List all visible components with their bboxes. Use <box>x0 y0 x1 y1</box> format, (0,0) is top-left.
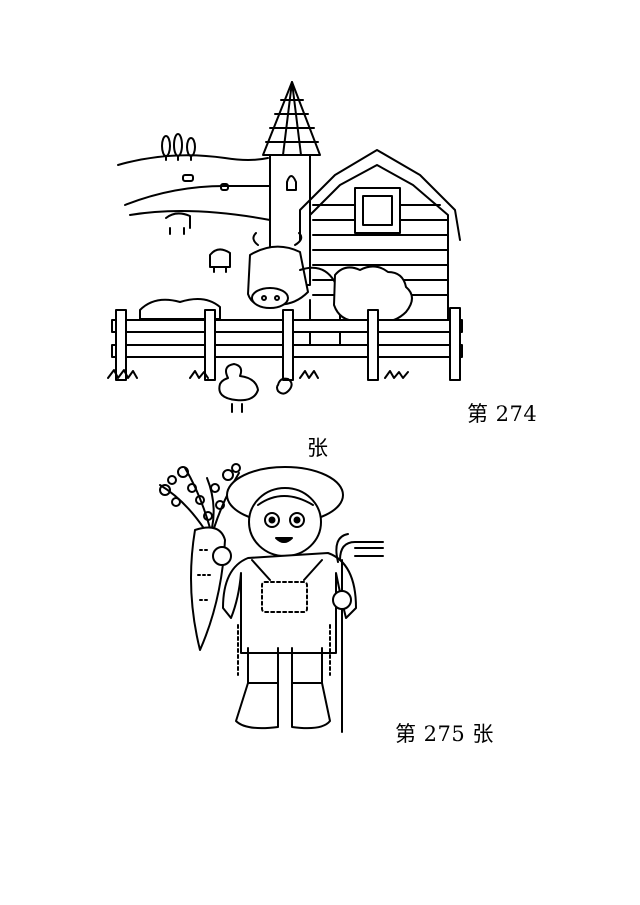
farmer-illustration <box>150 455 390 745</box>
page-number-274: 第 274 <box>467 402 538 426</box>
page-number-275: 第 275 张 <box>395 722 494 746</box>
page-number-274-suffix: 张 <box>307 436 329 460</box>
farm-scene-illustration <box>100 78 470 418</box>
